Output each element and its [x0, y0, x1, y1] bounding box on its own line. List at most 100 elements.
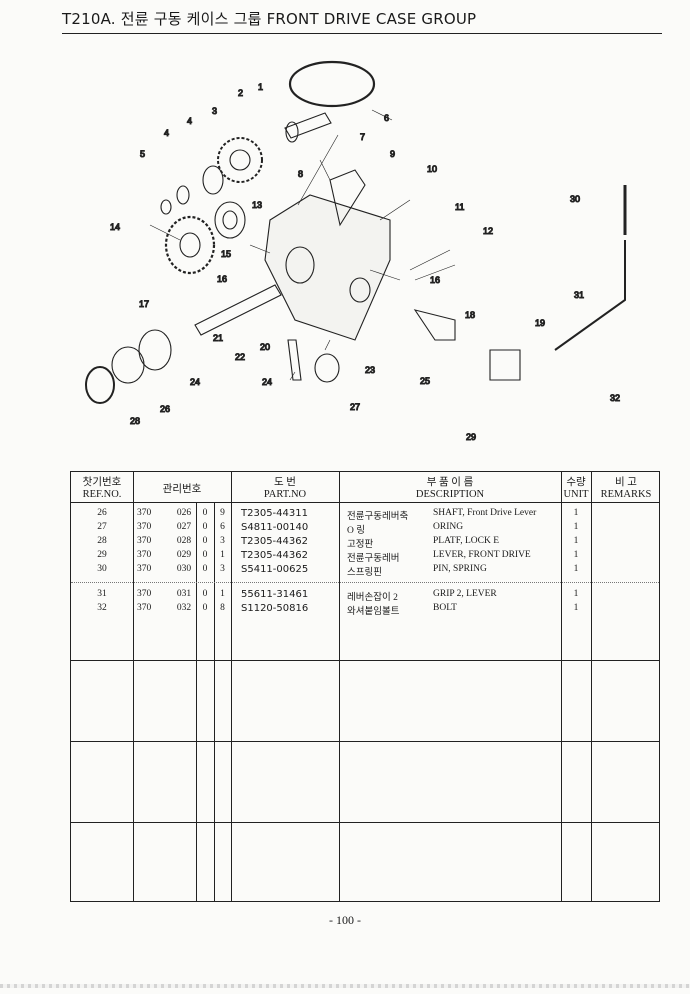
cell-m3: 0 [202, 522, 208, 532]
part-label: 12 [483, 226, 493, 236]
cell-m4: 8 [220, 603, 225, 613]
part-label: 15 [221, 249, 231, 259]
cell-qty: 1 [573, 589, 579, 599]
part-label: 11 [455, 202, 464, 212]
part-label: 4 [187, 116, 192, 126]
page-number: - 100 - [329, 913, 361, 927]
part-label: 21 [213, 333, 223, 343]
lever-part [554, 240, 626, 351]
cell-m1: 370 [137, 603, 152, 613]
cell-ko: 와셔붙임볼트 [347, 607, 400, 617]
cell-m4: 3 [220, 536, 225, 546]
cell-ko: O 링 [347, 526, 365, 536]
part-label: 23 [365, 365, 375, 375]
part-label: 7 [360, 132, 365, 142]
part-label: 32 [610, 393, 620, 403]
cell-m4: 6 [220, 522, 225, 532]
o-ring-part [288, 60, 376, 108]
cell-en: SHAFT, Front Drive Lever [433, 508, 537, 518]
header-mgmt: 관리번호 [162, 484, 202, 495]
cell-en: BOLT [433, 603, 457, 613]
part-label: 14 [110, 222, 120, 232]
cell-m3: 0 [202, 508, 208, 518]
part-label: 1 [258, 82, 263, 92]
cell-en: PIN, SPRING [433, 564, 487, 574]
cell-qty: 1 [573, 522, 579, 532]
cell-m4: 1 [220, 589, 225, 599]
part-label: 4 [164, 128, 169, 138]
part-label: 13 [252, 200, 262, 210]
cell-part: 55611-31461 [241, 589, 309, 600]
cell-qty: 1 [573, 536, 579, 546]
lever-shaft-part [413, 309, 456, 341]
part-label: 30 [570, 194, 580, 204]
cell-m2: 031 [176, 589, 192, 599]
cell-m1: 370 [137, 550, 152, 560]
cell-ko: 전륜구동레버축 [347, 512, 409, 522]
part-label: 24 [262, 377, 272, 387]
cell-ref: 31 [97, 589, 107, 599]
cell-m4: 1 [220, 550, 225, 560]
cell-part: T2305-44311 [241, 508, 308, 519]
cell-part: T2305-44362 [241, 536, 308, 547]
cell-m3: 0 [202, 550, 208, 560]
cell-ref: 28 [97, 536, 107, 546]
exploded-parts-diagram: 1 2 3 4 4 5 6 7 8 9 10 11 12 13 14 15 16… [85, 60, 627, 443]
part-label: 28 [130, 416, 140, 426]
cell-m1: 370 [137, 536, 152, 546]
cell-ref: 26 [97, 508, 107, 518]
part-label: 22 [235, 352, 245, 362]
cell-en: LEVER, FRONT DRIVE [433, 550, 531, 560]
cell-ref: 32 [97, 603, 107, 613]
part-label: 27 [350, 402, 360, 412]
cell-m3: 0 [202, 603, 208, 613]
cell-m1: 370 [137, 589, 152, 599]
part-label: 18 [465, 310, 475, 320]
cell-qty: 1 [573, 550, 579, 560]
cell-m2: 029 [176, 550, 192, 560]
part-label: 9 [390, 149, 395, 159]
lock-plate-part [489, 349, 521, 381]
part-label: 31 [574, 290, 584, 300]
cell-m3: 0 [202, 564, 208, 574]
cell-m2: 032 [176, 603, 192, 613]
part-label: 2 [238, 88, 243, 98]
part-label: 5 [140, 149, 145, 159]
part-label: 6 [384, 113, 389, 123]
cell-qty: 1 [573, 603, 579, 613]
leader-lines [149, 109, 456, 381]
cell-ko: 스프링핀 [347, 568, 382, 578]
cell-m2: 026 [176, 508, 192, 518]
part-label: 20 [260, 342, 270, 352]
cell-part: S5411-00625 [241, 564, 309, 575]
page-title: T210A. 전륜 구동 케이스 그룹 FRONT DRIVE CASE GRO… [62, 8, 662, 34]
cell-m3: 0 [202, 589, 208, 599]
part-label: 8 [298, 169, 303, 179]
cell-m2: 027 [176, 522, 192, 532]
cell-ref: 30 [97, 564, 107, 574]
gear-part [160, 137, 263, 215]
cell-qty: 1 [573, 564, 579, 574]
cell-part: S1120-50816 [241, 603, 309, 614]
lower-bearing-part [85, 329, 172, 404]
part-label: 17 [139, 299, 149, 309]
cell-m2: 028 [176, 536, 192, 546]
bolt-part [287, 339, 302, 381]
cell-m4: 3 [220, 564, 225, 574]
shaft-part [284, 112, 332, 143]
cell-en: ORING [433, 522, 464, 532]
cell-ref: 29 [97, 550, 107, 560]
cell-qty: 1 [573, 508, 579, 518]
part-label: 24 [190, 377, 200, 387]
cell-m3: 0 [202, 536, 208, 546]
part-label: 25 [420, 376, 430, 386]
plug-part [314, 353, 340, 383]
scan-edge [0, 984, 690, 988]
part-label: 16 [430, 275, 440, 285]
